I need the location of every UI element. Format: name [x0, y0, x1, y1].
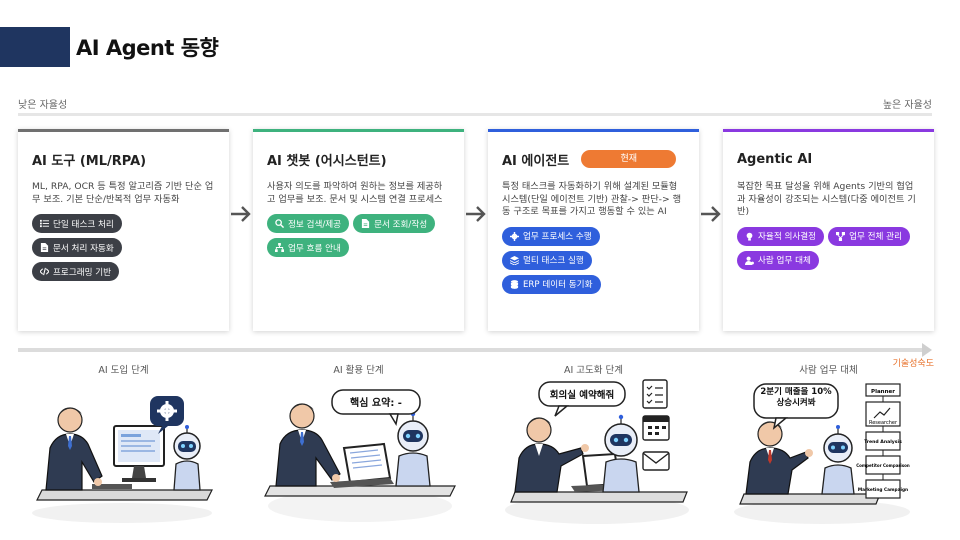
card-top-bar: [253, 129, 464, 132]
card-ai-agent: AI 에이전트 현재 특정 태스크를 자동화하기 위해 설계된 모듈형 시스템(…: [488, 129, 699, 331]
tag-label: 사람 업무 대체: [758, 256, 811, 266]
gear-icon: [510, 231, 519, 241]
bubble-summary-text: 핵심 요약: -: [350, 396, 402, 409]
network-icon: [836, 231, 846, 241]
page-title: AI Agent 동향: [76, 36, 219, 60]
card-description: 특정 태스크를 자동화하기 위해 설계된 모듈형 시스템(단일 에이전트 기반)…: [502, 181, 682, 217]
code-icon: [40, 267, 49, 276]
current-badge: 현재: [581, 150, 677, 168]
timeline-label: 기술성숙도: [892, 359, 934, 369]
bulb-icon: [746, 232, 753, 241]
tag-label: 자율적 의사결정: [758, 232, 817, 242]
tag-list: 정보 검색/제공 문서 조회/작성 업무 흐름 안내: [267, 214, 450, 257]
arrow-right-icon: [701, 206, 721, 222]
tag-info-search: 정보 검색/제공: [267, 214, 350, 233]
scale-low-label: 낮은 자율성: [18, 100, 68, 111]
tag-autonomous-decision: 자율적 의사결정: [737, 226, 825, 246]
card-title: AI 에이전트: [502, 153, 570, 169]
tag-erp-sync: ERP 데이터 동기화: [502, 274, 601, 294]
calendar-icon: [642, 415, 670, 441]
stage-label-2: AI 활용 단계: [333, 365, 384, 376]
tag-list: 단일 태스크 처리 문서 처리 자동화 프로그래밍 기반: [32, 214, 215, 281]
flow-icon: [275, 243, 284, 252]
card-title: AI 도구 (ML/RPA): [32, 153, 147, 169]
tag-label: 프로그래밍 기반: [53, 267, 112, 278]
card-top-bar: [723, 129, 934, 132]
flow-step-marketing: Marketing Campaign: [858, 487, 908, 493]
tag-label: ERP 데이터 동기화: [523, 280, 593, 290]
illustration-ai-utilization: 핵심 요약: -: [264, 389, 456, 522]
agent-flowchart: Planner Researcher Trend Analysis Compet…: [856, 383, 910, 499]
tag-list: 자율적 의사결정 업무 전체 관리 사람 업무 대체: [737, 226, 920, 270]
tag-overall-management: 업무 전체 관리: [828, 226, 910, 246]
card-description: ML, RPA, OCR 등 특정 알고리즘 기반 단순 업무 보조. 기본 단…: [32, 181, 214, 205]
card-description: 사용자 의도를 파악하여 원하는 정보를 제공하고 업무를 보조. 문서 및 시…: [267, 181, 443, 205]
card-top-bar: [18, 129, 229, 132]
maturity-timeline: [18, 348, 926, 352]
tag-label: 업무 프로세스 수행: [523, 232, 592, 242]
card-title: AI 챗봇 (어시스턴트): [267, 153, 387, 169]
scale-high-label: 높은 자율성: [882, 100, 932, 111]
card-title: Agentic AI: [737, 151, 813, 167]
card-title-row: AI 에이전트 현재: [502, 149, 685, 169]
tag-doc-write: 문서 조회/작성: [353, 214, 436, 233]
stage-label-1: AI 도입 단계: [98, 365, 149, 376]
stage-label-4: 사람 업무 대체: [799, 365, 858, 376]
document-icon: [361, 219, 370, 228]
flow-step-planner: Planner: [871, 389, 895, 395]
illustration-ai-introduction: [32, 396, 213, 523]
search-icon: [275, 219, 284, 228]
card-ai-tool: AI 도구 (ML/RPA) ML, RPA, OCR 등 특정 알고리즘 기반…: [18, 129, 229, 331]
card-top-bar: [488, 129, 699, 132]
flow-step-trend: Trend Analysis: [864, 439, 902, 445]
tag-doc-automation: 문서 처리 자동화: [32, 238, 122, 257]
tag-list: 업무 프로세스 수행 멀티 태스크 실행 ERP 데이터 동기화: [502, 226, 685, 294]
card-agentic-ai: Agentic AI 복잡한 목표 달성을 위해 Agents 기반의 협업과 …: [723, 129, 934, 331]
arrow-right-icon: [231, 206, 251, 222]
flow-step-researcher: Researcher: [869, 420, 898, 426]
arrow-right-icon: [466, 206, 486, 222]
tag-label: 업무 흐름 안내: [288, 243, 341, 254]
autonomy-scale-line: [18, 113, 932, 116]
list-icon: [40, 219, 49, 228]
mail-icon: [642, 451, 670, 471]
tag-programming: 프로그래밍 기반: [32, 262, 120, 281]
document-icon: [40, 243, 49, 252]
card-description: 복잡한 목표 달성을 위해 Agents 기반의 협업과 자율성이 강조되는 시…: [737, 181, 916, 217]
layers-icon: [510, 255, 519, 265]
tag-human-replacement: 사람 업무 대체: [737, 250, 819, 270]
illustration-ai-advancement: 회의실 예약해줘: [505, 379, 689, 524]
tag-single-task: 단일 태스크 처리: [32, 214, 122, 233]
user-icon: [745, 256, 754, 265]
bubble-reservation-text: 회의실 예약해줘: [550, 389, 615, 401]
header-accent-bar: [0, 27, 70, 67]
tag-label: 정보 검색/제공: [288, 219, 342, 230]
tag-label: 문서 처리 자동화: [53, 243, 114, 254]
tag-workflow-guide: 업무 흐름 안내: [267, 238, 349, 257]
card-ai-chatbot: AI 챗봇 (어시스턴트) 사용자 의도를 파악하여 원하는 정보를 제공하고 …: [253, 129, 464, 331]
illustration-human-replacement: 2분기 매출을 10% 상승시켜봐 Planner Researcher Tre…: [734, 383, 910, 524]
tag-process-exec: 업무 프로세스 수행: [502, 226, 600, 246]
checklist-icon: [642, 379, 668, 409]
bubble-sales-text: 2분기 매출을 10% 상승시켜봐: [760, 387, 832, 408]
database-icon: [510, 279, 519, 289]
tag-label: 문서 조회/작성: [374, 219, 428, 230]
flow-step-competitor: Competitor Comparison: [856, 463, 910, 468]
timeline-arrowhead: [922, 343, 932, 357]
tag-multitask: 멀티 태스크 실행: [502, 250, 592, 270]
tag-label: 멀티 태스크 실행: [523, 256, 584, 266]
stage-label-3: AI 고도화 단계: [563, 365, 624, 376]
tag-label: 업무 전체 관리: [849, 232, 902, 242]
tag-label: 단일 태스크 처리: [53, 219, 114, 230]
